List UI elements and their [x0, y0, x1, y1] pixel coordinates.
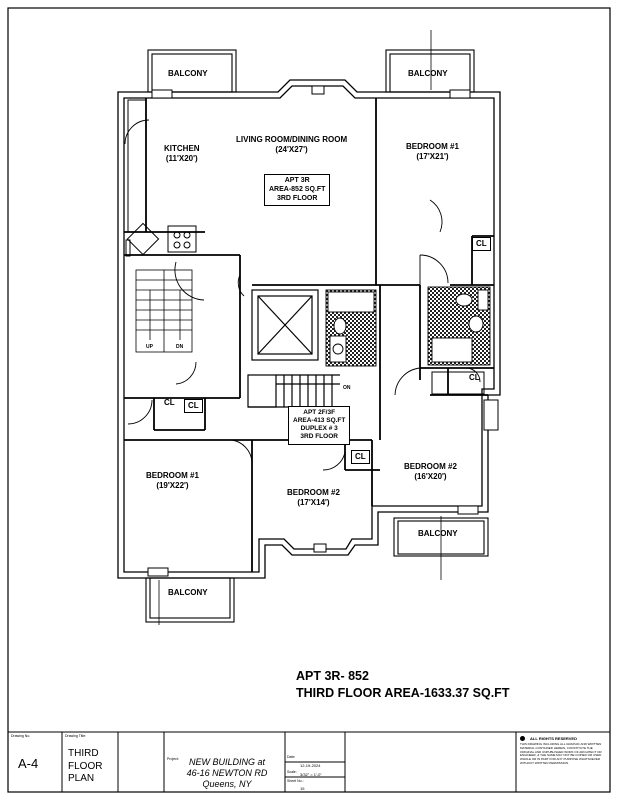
- scale-caption: Scale:: [287, 770, 297, 774]
- rights-title: ALL RIGHTS RESERVED: [530, 736, 577, 741]
- date-caption: Date:: [287, 755, 296, 759]
- bedroom1-right-size: (17'X21'): [416, 152, 449, 161]
- closet-label-right-bottom: CL: [469, 373, 480, 382]
- stair-dn-label: DN: [176, 344, 184, 350]
- bedroom1-right-label: BEDROOM #1 (17'X21'): [406, 142, 459, 162]
- drawing-title-caption: Drawing Title:: [65, 734, 87, 738]
- bedroom2-center-label: BEDROOM #2 (17'X14'): [287, 488, 340, 508]
- sheet-title-line2: THIRD FLOOR AREA-1633.37 SQ.FT: [296, 685, 510, 700]
- closet-label-left-b: CL: [184, 399, 203, 413]
- bathroom-right: [427, 286, 491, 366]
- apt-2f-tag-line3: DUPLEX # 3: [300, 425, 338, 433]
- kitchen-size: (11'X20'): [165, 154, 198, 163]
- date-value: 12-19-2024: [300, 763, 321, 768]
- apt-3r-tag-line3: 3RD FLOOR: [276, 194, 318, 202]
- bedroom2-center-name: BEDROOM #2: [287, 488, 340, 497]
- bedroom2-right-size: (16'X20'): [414, 472, 447, 481]
- bathroom-center: [325, 289, 377, 367]
- drawing-title-line2: FLOOR: [68, 760, 103, 772]
- rights-text: THIS DRAWING INCLUDING ALL GRAPHIC AND W…: [520, 742, 602, 765]
- living-room-size: (24'X27'): [275, 145, 308, 154]
- balcony-top-left-label: BALCONY: [168, 69, 208, 78]
- apt-3r-tag-line1: APT 3R: [284, 177, 310, 184]
- closet-label-center: CL: [351, 450, 370, 464]
- drawing-title-line1: THIRD: [68, 748, 99, 759]
- bedroom1-left-name: BEDROOM #1: [146, 471, 199, 480]
- project-value: NEW BUILDING at 46-16 NEWTON RD Queens, …: [172, 757, 282, 789]
- bedroom1-left-size: (19'X22'): [156, 481, 189, 490]
- closet-walls: [431, 371, 485, 395]
- bedroom2-center-size: (17'X14'): [297, 498, 330, 507]
- project-line2: 46-16 NEWTON RD: [186, 767, 268, 778]
- bedroom2-right-label: BEDROOM #2 (16'X20'): [404, 462, 457, 482]
- apt-3r-tag-line2: AREA-852 SQ.FT: [269, 185, 326, 193]
- center-core: [247, 289, 340, 408]
- sheet-title: APT 3R- 852 THIRD FLOOR AREA-1633.37 SQ.…: [296, 668, 509, 702]
- kitchen-label: KITCHEN (11'X20'): [164, 144, 200, 164]
- closet-label-left-a: CL: [164, 398, 175, 407]
- kitchen-name: KITCHEN: [164, 144, 200, 153]
- door-swings: [124, 119, 481, 471]
- bedroom2-right-name: BEDROOM #2: [404, 462, 457, 471]
- stair-left: [135, 269, 193, 353]
- balcony-bottom-label: BALCONY: [168, 588, 208, 597]
- stair-on-label: ON: [343, 385, 351, 391]
- project-line3: Queens, NY: [202, 778, 252, 789]
- sheet-title-line1: APT 3R- 852: [296, 669, 369, 683]
- project-caption: Project:: [167, 757, 179, 761]
- sheet-no-caption: Sheet No.:: [287, 779, 304, 783]
- drawing-no-value: A-4: [18, 756, 39, 771]
- apt-2f-tag-line4: 3RD FLOOR: [300, 433, 338, 441]
- apt-3r-tag: APT 3R AREA-852 SQ.FT 3RD FLOOR: [264, 174, 331, 207]
- drawing-title-value: THIRD FLOOR PLAN: [68, 748, 102, 786]
- living-room-name: LIVING ROOM/DINING ROOM: [236, 135, 348, 144]
- apt-2f-tag: APT 2F/3F AREA-413 SQ.FT DUPLEX # 3 3RD …: [288, 406, 351, 445]
- living-room-label: LIVING ROOM/DINING ROOM (24'X27'): [236, 135, 347, 155]
- copyright-icon: [520, 736, 525, 741]
- scale-value: 3/32" = 1'-0": [300, 772, 322, 777]
- drawing-no-caption: Drawing No.: [11, 734, 31, 738]
- stair-up-label: UP: [146, 344, 153, 350]
- apt-2f-tag-line2: AREA-413 SQ.FT: [293, 417, 346, 425]
- drawing-title-line3: PLAN: [68, 773, 95, 784]
- kitchen-counter: [126, 99, 197, 256]
- rights-block: ALL RIGHTS RESERVED THIS DRAWING INCLUDI…: [520, 736, 606, 766]
- sheet-no-value: 15: [300, 786, 305, 791]
- window-markers: [125, 85, 499, 577]
- closet-label-right-top: CL: [472, 237, 491, 251]
- bedroom1-right-name: BEDROOM #1: [406, 142, 459, 151]
- apt-2f-tag-line1: APT 2F/3F: [303, 409, 336, 416]
- balcony-top-right-label: BALCONY: [408, 69, 448, 78]
- project-line1: NEW BUILDING at: [188, 757, 265, 767]
- title-block-grid: [7, 731, 611, 793]
- balcony-right-label: BALCONY: [418, 529, 458, 538]
- reference-lines: [158, 30, 442, 625]
- bedroom1-left-label: BEDROOM #1 (19'X22'): [146, 471, 199, 491]
